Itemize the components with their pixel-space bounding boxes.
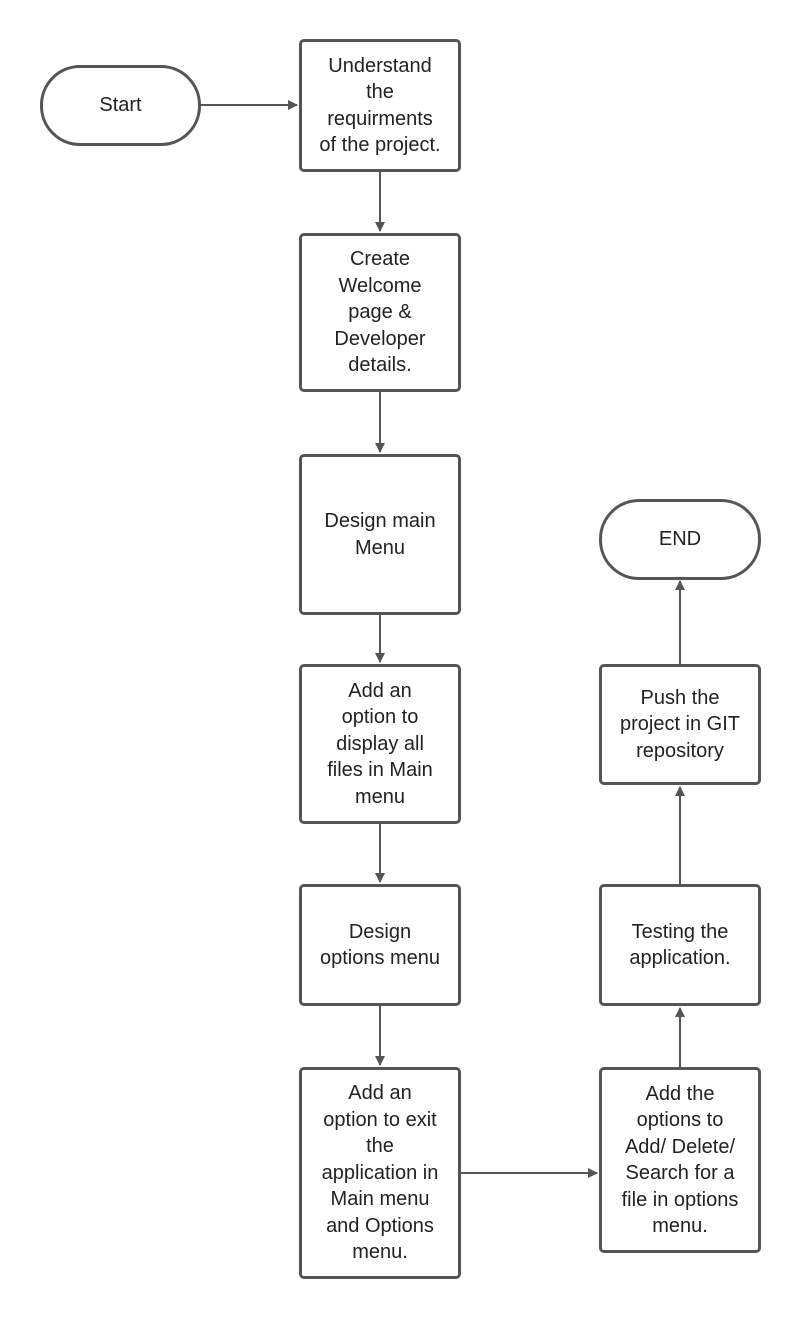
display-files-option-node: Add an option to display all files in Ma…	[299, 664, 461, 824]
end-node: END	[599, 499, 761, 580]
start-node-label: Start	[99, 94, 142, 117]
design-options-menu-label: Design options menu	[319, 920, 441, 970]
end-node-label: END	[658, 528, 702, 551]
exit-option-node: Add an option to exit the application in…	[299, 1067, 461, 1279]
add-delete-search-label: Add the options to Add/ Delete/ Search f…	[621, 1082, 739, 1238]
understand-requirements-label: Understand the requirments of the projec…	[319, 54, 441, 157]
design-main-menu-node: Design main Menu	[299, 454, 461, 615]
push-git-node: Push the project in GIT repository	[599, 664, 761, 785]
start-node: Start	[40, 65, 201, 146]
exit-option-label: Add an option to exit the application in…	[321, 1082, 439, 1264]
understand-requirements-node: Understand the requirments of the projec…	[299, 39, 461, 172]
push-git-label: Push the project in GIT repository	[619, 686, 741, 762]
testing-label: Testing the application.	[629, 920, 731, 970]
testing-node: Testing the application.	[599, 884, 761, 1006]
create-welcome-page-label: Create Welcome page & Developer details.	[334, 248, 426, 377]
add-delete-search-node: Add the options to Add/ Delete/ Search f…	[599, 1067, 761, 1253]
create-welcome-page-node: Create Welcome page & Developer details.	[299, 233, 461, 392]
design-options-menu-node: Design options menu	[299, 884, 461, 1006]
display-files-option-label: Add an option to display all files in Ma…	[327, 679, 433, 808]
design-main-menu-label: Design main Menu	[324, 510, 436, 559]
